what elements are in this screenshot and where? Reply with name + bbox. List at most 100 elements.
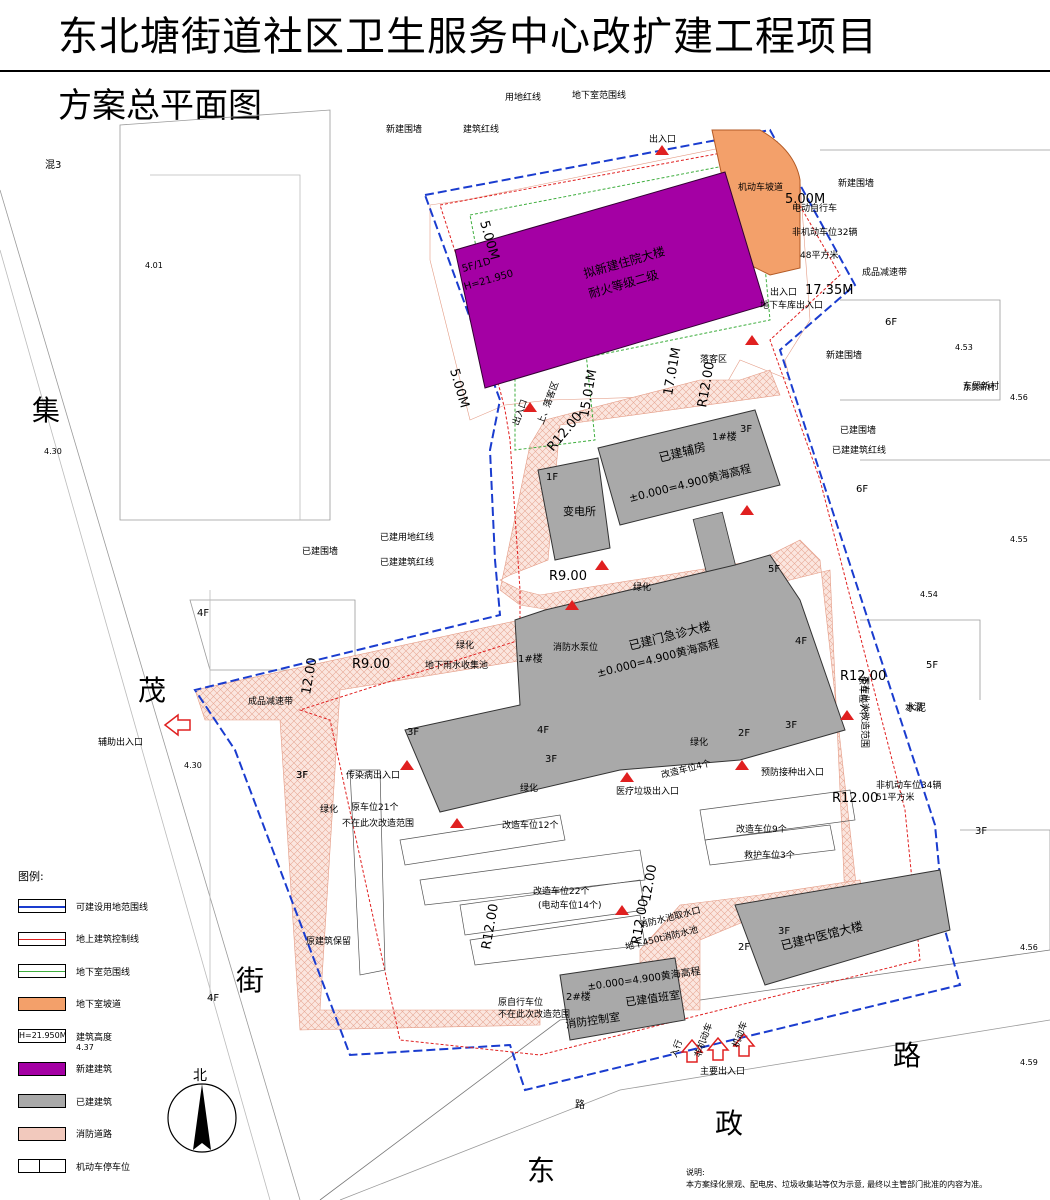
annotation-50: 出入口	[510, 398, 531, 427]
annotation-55: 地下车库出入口	[760, 299, 823, 311]
annotation-35: 医疗垃圾出入口	[616, 785, 679, 797]
context-label-layer: 混34F4F3F3F6F6F5F东贸新村水泥4.014.304.304.534.…	[44, 159, 1038, 1067]
legend-label: 机动车停车位	[76, 1162, 131, 1173]
legend-swatch-parking	[18, 1159, 66, 1174]
annotation-25: 不在此次改造范围	[498, 1008, 570, 1020]
annotation-24: 原自行车位	[498, 996, 543, 1008]
annotation-0: 用地红线	[505, 91, 541, 103]
notes-title: 说明:	[686, 1168, 705, 1177]
dimension-1: 5.00M	[446, 367, 471, 410]
control-label-1: 2#楼	[566, 990, 591, 1003]
substation-floor: 1F	[546, 472, 558, 483]
tcm-floor-3f: 3F	[778, 926, 790, 937]
context-label-8: 东贸新村	[963, 382, 995, 392]
annotation-40: 救护车位3个	[744, 849, 795, 861]
annotation-11: 已建建筑红线	[832, 444, 886, 456]
legend-swatch-hatch-pink	[18, 1126, 66, 1141]
basement-ramp	[711, 129, 801, 276]
context-label-0: 混3	[45, 159, 61, 171]
annotation-52: 出入口	[770, 286, 797, 298]
road-south-2: 政	[715, 1107, 743, 1140]
notes-body: 本方案绿化景观、配电房、垃圾收集站等仅为示意, 最终以主管部门批准的内容为准。	[686, 1180, 988, 1189]
annotation-1: 地下室范围线	[572, 89, 626, 101]
context-label-3: 3F	[296, 770, 308, 781]
annotation-41: 改造车位22个	[533, 885, 589, 897]
aux-floor: 3F	[740, 424, 752, 435]
road-south-1: 东	[527, 1154, 555, 1187]
legend-item-0: 可建设用地范围线	[18, 890, 208, 923]
tcm-building	[734, 869, 951, 986]
annotation-29: 入行	[668, 1038, 685, 1059]
parking-rows	[349, 769, 856, 976]
context-label-12: 4.30	[44, 447, 62, 456]
annotation-layer: 用地红线地下室范围线新建围墙建筑红线新建围墙成品减速带电动自行车非机动车位32辆…	[98, 89, 999, 1077]
annotation-48: 绿化	[520, 782, 538, 794]
outpatient-floor-4f-b: 4F	[537, 725, 549, 736]
outpatient-floor-3f-b: 3F	[407, 727, 419, 738]
notes: 说明: 本方案绿化景观、配电房、垃圾收集站等仅为示意, 最终以主管部门批准的内容…	[686, 1167, 987, 1191]
context-label-9: 水泥	[906, 701, 926, 714]
legend-label: 可建设用地范围线	[76, 902, 149, 913]
annotation-34: 传染病出入口	[346, 769, 400, 781]
aux-id: 1#楼	[712, 430, 737, 443]
context-label-13: 4.53	[955, 343, 973, 352]
annotation-49: 绿化	[690, 736, 708, 748]
annotation-3: 建筑红线	[463, 123, 499, 135]
annotation-51: 出入口	[649, 133, 676, 145]
annotation-47: 绿化	[633, 581, 651, 593]
annotation-39: 改造车位9个	[736, 823, 787, 835]
legend-item-8: 机动车停车位	[18, 1150, 208, 1183]
road-west-2: 茂	[138, 674, 166, 707]
annotation-4: 新建围墙	[838, 177, 874, 189]
road-south-3: 路	[893, 1039, 921, 1072]
context-label-10: 4.01	[145, 261, 163, 270]
aux-building	[597, 409, 781, 526]
legend-label: 地下室范围线	[76, 967, 131, 978]
annotation-14: 已建建筑红线	[380, 556, 434, 568]
legend-label: 地下室坡道	[76, 1000, 122, 1011]
context-label-2: 4F	[207, 993, 219, 1004]
legend-swatch-dot-green	[18, 964, 66, 979]
annotation-26: 成品减速带	[248, 695, 293, 707]
annotation-17: 不在此次改造范围	[859, 676, 871, 748]
north-label: 北	[193, 1068, 207, 1084]
legend-label: 地上建筑控制线	[76, 935, 140, 946]
dimension-3: 17.35M	[805, 283, 853, 298]
annotation-45: 绿化	[320, 803, 338, 815]
legend-swatch-fill-orange	[18, 996, 66, 1011]
legend-item-5: 新建建筑	[18, 1053, 208, 1086]
dimension-15: 12.00	[639, 863, 660, 902]
title-rule	[0, 70, 1050, 72]
annotation-30: 非机动车	[692, 1021, 716, 1059]
dimension-11: R12.00	[479, 903, 502, 951]
legend-item-1: 地上建筑控制线	[18, 923, 208, 956]
annotation-10: 已建围墙	[840, 424, 876, 436]
annotation-37: 预防接种出入口	[761, 766, 824, 778]
annotation-27: 辅助出入口	[98, 736, 143, 748]
legend-swatch-fill-gray	[18, 1094, 66, 1109]
legend-swatch-dot-red	[18, 931, 66, 946]
legend-label: 消防道路	[76, 1130, 113, 1141]
substation-label: 变电所	[563, 504, 596, 518]
road-south-small: 路	[575, 1098, 585, 1111]
annotation-23: 不在此次改造范围	[342, 817, 414, 829]
dimension-13: R12.00	[840, 669, 886, 684]
outpatient-floor-3f-d: 3F	[296, 770, 308, 781]
annotation-31: 机动车	[730, 1020, 751, 1049]
legend-label: 已建建筑	[76, 1097, 113, 1108]
context-label-14: 4.56	[1010, 393, 1028, 402]
context-label-17: 4.56	[1020, 943, 1038, 952]
road-west-3: 街	[236, 964, 264, 997]
annotation-42: (电动车位14个)	[538, 899, 601, 911]
annotation-16: 原车位7个	[857, 676, 869, 718]
context-label-4: 3F	[975, 826, 987, 837]
tcm-floor-2f: 2F	[738, 942, 750, 953]
outpatient-id: 1#楼	[518, 652, 543, 665]
annotation-15: 东贸新村	[963, 380, 999, 392]
control-building	[559, 957, 686, 1041]
annotation-21: 原建筑保留	[306, 935, 351, 947]
annotation-38: 改造车位12个	[502, 819, 558, 831]
new-inpatient-building	[454, 171, 766, 389]
